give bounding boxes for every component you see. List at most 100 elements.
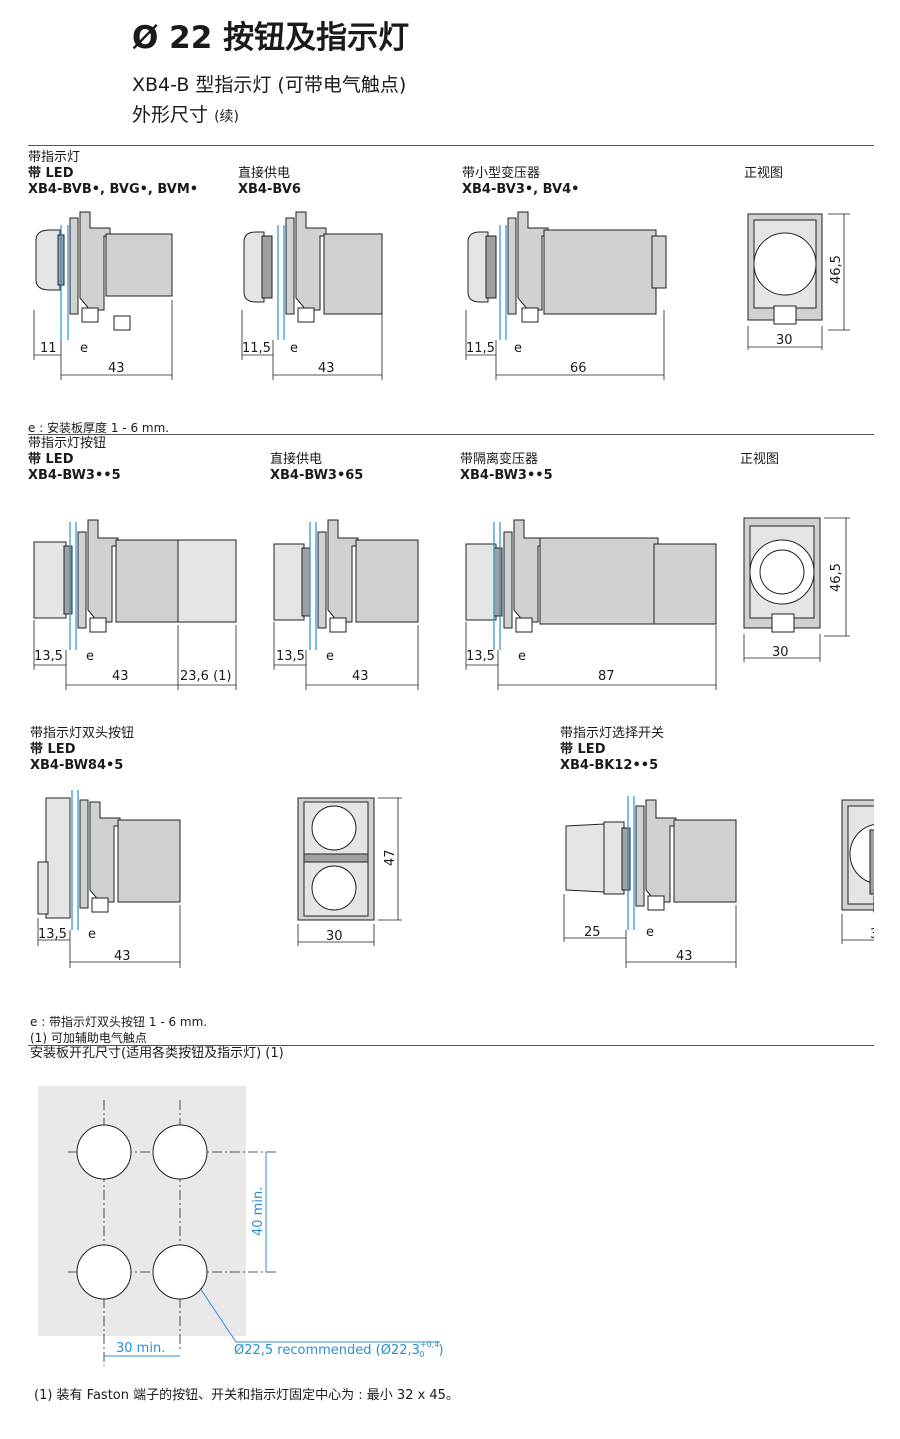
s3-note-1: e : 带指示灯双头按钮 1 - 6 mm.	[30, 1015, 208, 1029]
section-1-drawings: 11 e 43 11,5 e 43 11,5 e 66	[33, 211, 850, 380]
s1-dim-43-2: 43	[318, 361, 335, 376]
s1-dim-e-1: e	[80, 341, 88, 356]
s2-col1-line2: 带 LED	[28, 452, 74, 467]
s2-dim-30: 30	[772, 645, 789, 660]
s1-col4-label: 正视图	[744, 166, 783, 182]
s3-dim-e-1: e	[88, 927, 96, 942]
s2-dim-135-1: 13,5	[34, 649, 63, 664]
s2-dim-43-1: 43	[112, 669, 129, 684]
hole-tol-zero: 0	[419, 1350, 424, 1359]
s2-col1-line3: XB4-BW3••5	[28, 468, 121, 483]
s4-heading: 安装板开孔尺寸(适用各类按钮及指示灯) (1)	[30, 1046, 284, 1061]
s3-col1-line2: 带 LED	[30, 742, 76, 757]
s1-col3-line2: XB4-BV3•, BV4•	[462, 182, 580, 197]
s1-dim-e-3: e	[514, 341, 522, 356]
s3-col1-label: 带指示灯双头按钮 带 LED XB4-BW84•5	[30, 726, 134, 774]
s1-col1-label: 带指示灯 带 LED XB4-BVB•, BVG•, BVM•	[28, 150, 198, 198]
s3-drawing-3	[563, 796, 737, 968]
s2-dim-135-2: 13,5	[276, 649, 305, 664]
s1-drawing-4-front	[747, 213, 850, 350]
s1-col2-label: 直接供电 XB4-BV6	[238, 166, 301, 198]
subtitle-2-main: 外形尺寸	[132, 104, 209, 126]
page-subtitle: XB4-B 型指示灯 (可带电气触点)	[132, 74, 407, 96]
section-4-rule	[28, 1045, 874, 1046]
cutout-hole-3	[76, 1244, 132, 1300]
s1-col3-label: 带小型变压器 XB4-BV3•, BV4•	[462, 166, 579, 198]
s3-dim-43-1: 43	[114, 949, 131, 964]
s3-drawing-1	[37, 790, 181, 968]
mounting-panel	[38, 1086, 246, 1336]
s2-col4-label: 正视图	[740, 452, 779, 468]
s1-dim-11: 11	[40, 341, 57, 356]
s3-drawing-2-front	[297, 797, 402, 946]
s1-dim-43-1: 43	[108, 361, 125, 376]
s1-dim-115-1: 11,5	[242, 341, 271, 356]
s3-dim-47: 47	[383, 849, 398, 866]
s1-note: e : 安装板厚度 1 - 6 mm.	[28, 421, 170, 435]
s2-dim-e-3: e	[518, 649, 526, 664]
s1-col1-line2: 带 LED	[28, 166, 74, 181]
s2-dim-87: 87	[598, 669, 615, 684]
s1-drawing-2	[241, 211, 383, 380]
s1-drawing-1	[33, 211, 173, 380]
subtitle-2-small: (续)	[214, 109, 239, 125]
s3-dim-e-2: e	[646, 925, 654, 940]
s1-dim-e-2: e	[290, 341, 298, 356]
s3-drawing-4-front	[841, 799, 874, 944]
cutout-hole-4	[152, 1244, 208, 1300]
s2-col1-label: 带指示灯按钮 带 LED XB4-BW3••5	[28, 436, 121, 484]
panel-cutout-drawing: 40 min. 30 min. Ø22,5 recommended (Ø22,3…	[38, 1086, 444, 1366]
cutout-hole-2	[152, 1124, 208, 1180]
s1-drawing-3	[465, 211, 667, 380]
s2-col3-line1: 带隔离变压器	[460, 452, 539, 467]
hole-size-close: )	[438, 1343, 443, 1358]
s4-footnote: (1) 装有 Faston 端子的按钮、开关和指示灯固定中心为 : 最小 32 …	[34, 1388, 459, 1403]
s1-dim-30: 30	[776, 333, 793, 348]
s1-col3-line1: 带小型变压器	[462, 166, 541, 181]
s3-dim-25: 25	[584, 925, 601, 940]
s3-col1-line3: XB4-BW84•5	[30, 758, 124, 773]
s2-drawing-1	[33, 519, 237, 690]
s1-col2-line2: XB4-BV6	[238, 182, 301, 197]
s3-col2-label: 带指示灯选择开关 带 LED XB4-BK12••5	[560, 726, 664, 774]
s2-drawing-3	[465, 519, 717, 690]
s2-dim-135-3: 13,5	[466, 649, 495, 664]
s1-col1-line3: XB4-BVB•, BVG•, BVM•	[28, 182, 199, 197]
s3-note-2: (1) 可加辅助电气触点	[30, 1031, 147, 1045]
s3-col1-line1: 带指示灯双头按钮	[30, 726, 135, 741]
s1-col4-line1: 正视图	[744, 166, 784, 181]
s2-dim-e-1: e	[86, 649, 94, 664]
s3-dim-43-2: 43	[676, 949, 693, 964]
s3-dim-30-2: 30	[870, 927, 874, 942]
s2-col3-line2: XB4-BW3••5	[460, 468, 553, 483]
s2-drawing-4-front	[743, 517, 850, 662]
s2-dim-465: 46,5	[829, 563, 844, 592]
s1-dim-465: 46,5	[829, 255, 844, 284]
s2-dim-e-2: e	[326, 649, 334, 664]
s2-dim-236: 23,6 (1)	[180, 669, 232, 684]
section-2-rule	[28, 434, 874, 435]
s2-col2-line1: 直接供电	[270, 452, 323, 467]
s2-col1-line1: 带指示灯按钮	[28, 436, 107, 451]
hole-size-main: Ø22,5 recommended (Ø22,3	[234, 1343, 420, 1358]
s2-col2-line2: XB4-BW3•65	[270, 468, 364, 483]
page-title: Ø 22 按钮及指示灯	[132, 20, 410, 56]
cutout-hole-1	[76, 1124, 132, 1180]
s2-col4-line1: 正视图	[740, 452, 780, 467]
dim-30-min: 30 min.	[116, 1341, 165, 1356]
s2-col2-label: 直接供电 XB4-BW3•65	[270, 452, 363, 484]
s2-drawing-2	[273, 519, 419, 690]
s3-dim-135: 13,5	[38, 927, 67, 942]
section-1-rule	[28, 145, 874, 146]
s3-col2-line2: 带 LED	[560, 742, 606, 757]
s2-col3-label: 带隔离变压器 XB4-BW3••5	[460, 452, 553, 484]
s3-col2-line3: XB4-BK12••5	[560, 758, 659, 773]
section-3-drawings: 13,5 e 43 47 30 25 e 43	[37, 790, 874, 968]
page-subtitle-2: 外形尺寸 (续)	[132, 100, 239, 127]
section-2-drawings: 13,5 e 43 23,6 (1) 13,5 e 43 13	[33, 517, 850, 690]
dim-40-min: 40 min.	[251, 1187, 266, 1236]
s2-dim-43-2: 43	[352, 669, 369, 684]
s3-dim-30-1: 30	[326, 929, 343, 944]
s3-col2-line1: 带指示灯选择开关	[560, 726, 665, 741]
